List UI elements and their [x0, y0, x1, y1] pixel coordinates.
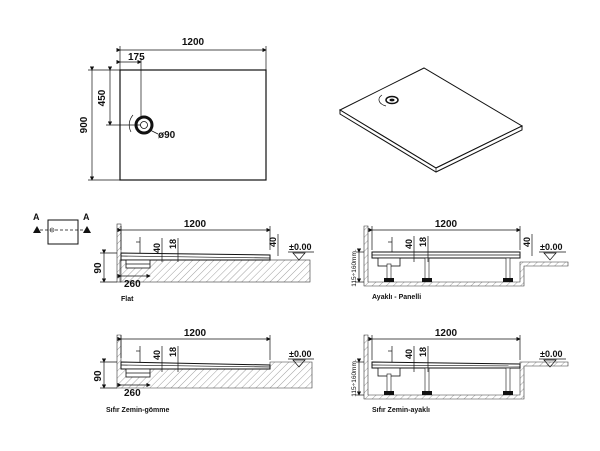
plan-half-depth-dim: 450 — [97, 89, 108, 106]
section-key-left-marker: A — [33, 212, 40, 222]
panelli-caption: Ayaklı - Panelli — [372, 294, 421, 301]
zemin-ayakli-d18: 18 — [418, 347, 428, 357]
flat-level: ±0.00 — [289, 242, 311, 252]
zemin-ayakli-height-dim: 115÷160mm. — [351, 359, 358, 397]
gomme-d40a: 40 — [152, 350, 162, 360]
plan-width-dim: 1200 — [182, 37, 205, 48]
gomme-drain-pos-dim: 260 — [124, 388, 141, 399]
gomme-d18: 18 — [168, 347, 178, 357]
flat-d18: 18 — [168, 239, 178, 249]
section-key-right-marker: A — [83, 212, 90, 222]
zemin-ayakli-width-dim: 1200 — [435, 328, 458, 339]
gomme-width-dim: 1200 — [184, 328, 207, 339]
panelli-level: ±0.00 — [540, 242, 562, 252]
section-sifir-zemin-ayakli: 1200 40 18 ±0.00 115÷160mm. Sıfır Zemin-… — [351, 328, 569, 414]
panelli-d18: 18 — [418, 237, 428, 247]
panelli-height-dim: 115÷160mm. — [351, 249, 358, 287]
section-sifir-zemin-gomme: 1200 40 18 ±0.00 90 260 Sıfır Zemin-gömm… — [93, 328, 314, 414]
panelli-width-dim: 1200 — [435, 219, 458, 230]
section-flat: 1200 40 18 40 ±0.00 90 260 Flat — [93, 219, 314, 303]
flat-caption: Flat — [121, 296, 134, 303]
plan-drain-icon — [128, 114, 154, 135]
isometric-view — [338, 67, 524, 173]
zemin-ayakli-caption: Sıfır Zemin-ayaklı — [372, 407, 430, 414]
panelli-d40b: 40 — [522, 237, 532, 247]
gomme-level: ±0.00 — [289, 349, 311, 359]
flat-drain-pos-dim: 260 — [124, 279, 141, 290]
panelli-feet — [384, 257, 513, 282]
section-ayakli-panelli: 1200 40 18 40 ±0.00 115÷160mm. Ayaklı - … — [351, 219, 569, 301]
isometric-drain-icon — [378, 94, 399, 107]
plan-offset-dim: 175 — [128, 52, 145, 63]
panelli-d40a: 40 — [404, 239, 414, 249]
plan-view: 1200 175 900 450 ø90 — [79, 37, 267, 181]
zemin-ayakli-feet — [384, 367, 513, 395]
gomme-height-dim: 90 — [93, 370, 104, 382]
zemin-ayakli-level: ±0.00 — [540, 349, 562, 359]
plan-depth-dim: 900 — [79, 116, 90, 133]
zemin-ayakli-d40a: 40 — [404, 349, 414, 359]
gomme-caption: Sıfır Zemin-gömme — [106, 407, 170, 414]
flat-d40a: 40 — [152, 243, 162, 253]
flat-d40b: 40 — [268, 237, 278, 247]
plan-drain-dim: ø90 — [158, 130, 176, 141]
flat-height-dim: 90 — [93, 262, 104, 274]
section-key: A A — [33, 212, 91, 245]
flat-width-dim: 1200 — [184, 219, 207, 230]
